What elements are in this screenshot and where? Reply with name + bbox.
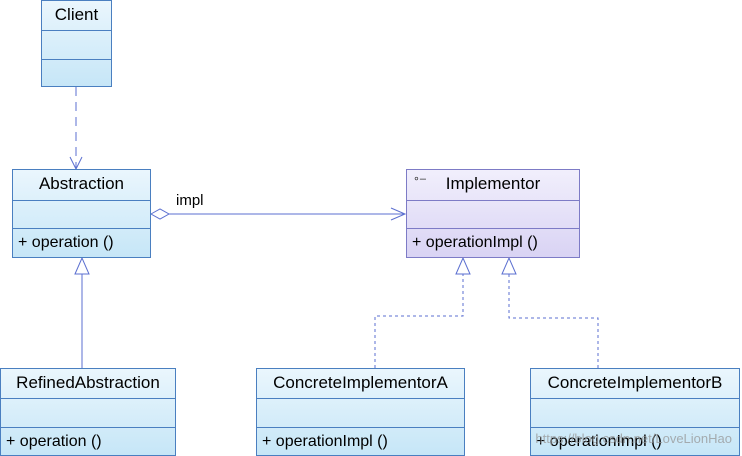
dependency-client-abstraction <box>69 87 83 171</box>
class-name: Implementor <box>445 174 541 193</box>
class-client[interactable]: Client <box>41 0 112 87</box>
class-name: ConcreteImplementorA <box>273 373 448 392</box>
interface-implementor[interactable]: ∘– Implementor + operationImpl () <box>406 169 580 258</box>
realization-concreteA-implementor <box>374 256 471 368</box>
class-name: Client <box>54 5 99 24</box>
generalization-refined-abstraction <box>74 256 90 368</box>
attributes-section <box>42 30 111 59</box>
class-concrete-implementor-a[interactable]: ConcreteImplementorA + operationImpl () <box>256 368 465 456</box>
class-name-row: ∘– Implementor <box>407 170 579 200</box>
aggregation-abstraction-implementor <box>149 207 407 221</box>
watermark-text: https://blog.csdn.net/LoveLionHao <box>535 431 732 446</box>
class-abstraction[interactable]: Abstraction + operation () <box>12 169 151 258</box>
interface-icon: ∘– <box>413 173 427 185</box>
attributes-section <box>257 398 464 427</box>
class-name: ConcreteImplementorB <box>547 373 723 392</box>
class-concrete-implementor-b[interactable]: ConcreteImplementorB + operationImpl () <box>530 368 740 456</box>
class-name: Abstraction <box>38 174 125 193</box>
operation: + operation () <box>1 427 175 455</box>
class-refined-abstraction[interactable]: RefinedAbstraction + operation () <box>0 368 176 456</box>
association-label-impl: impl <box>176 192 204 209</box>
realization-concreteB-implementor <box>501 256 599 368</box>
operation: + operationImpl () <box>257 427 464 455</box>
operations-section <box>42 59 111 86</box>
class-name: RefinedAbstraction <box>16 373 160 392</box>
attributes-section <box>13 200 150 228</box>
attributes-section <box>1 398 175 427</box>
operation: + operation () <box>13 228 150 257</box>
operation: + operationImpl () <box>531 427 739 455</box>
operation: + operationImpl () <box>407 228 579 257</box>
attributes-section <box>531 398 739 427</box>
attributes-section <box>407 200 579 228</box>
